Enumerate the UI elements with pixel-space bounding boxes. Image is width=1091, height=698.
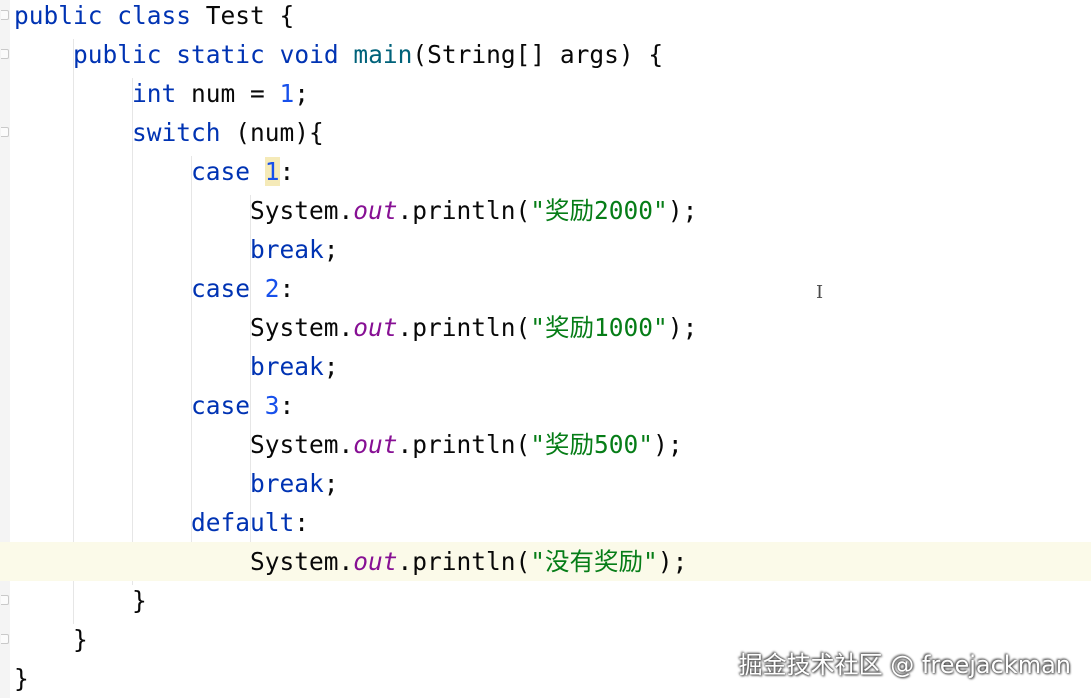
code-token: case: [191, 391, 251, 420]
code-token: [250, 391, 265, 420]
code-line[interactable]: int num = 1;: [0, 74, 1091, 113]
code-token: :: [279, 391, 295, 420]
fold-marker-icon[interactable]: [1, 127, 9, 137]
code-token: "奖励2000": [530, 196, 668, 225]
code-token: break: [250, 235, 324, 264]
code-token: [250, 157, 265, 186]
code-token: case: [191, 274, 251, 303]
code-line[interactable]: System.out.println("奖励500");: [0, 425, 1091, 464]
indent-guide: [132, 78, 133, 585]
code-token: main: [353, 40, 413, 69]
code-token: .println(: [397, 313, 531, 342]
code-line[interactable]: System.out.println("没有奖励");: [0, 542, 1091, 581]
code-token: num =: [176, 79, 280, 108]
code-line[interactable]: break;: [0, 230, 1091, 269]
code-token: System.: [250, 430, 354, 459]
code-token: .println(: [397, 430, 531, 459]
fold-marker-icon[interactable]: [1, 634, 9, 644]
code-token: [339, 40, 354, 69]
code-token: .println(: [397, 196, 531, 225]
code-token: );: [657, 547, 688, 576]
fold-marker-icon[interactable]: [1, 49, 9, 59]
code-token: }: [132, 586, 147, 615]
code-token: class: [117, 1, 192, 30]
code-token: );: [667, 313, 698, 342]
code-token: :: [279, 157, 295, 186]
code-token: out: [353, 547, 398, 576]
code-line[interactable]: case 3:: [0, 386, 1091, 425]
indent-guide: [191, 156, 192, 546]
code-token: }: [73, 625, 88, 654]
code-token: 3: [264, 391, 280, 420]
code-token: [103, 1, 118, 30]
code-token: 2: [264, 274, 280, 303]
code-token: (num){: [220, 118, 324, 147]
code-token: [162, 40, 177, 69]
code-token: break: [250, 352, 324, 381]
code-line[interactable]: }: [0, 581, 1091, 620]
fold-marker-icon[interactable]: [1, 10, 9, 20]
code-token: }: [14, 664, 29, 693]
code-token: switch: [132, 118, 221, 147]
code-token: );: [667, 196, 698, 225]
code-token: [250, 274, 265, 303]
code-line[interactable]: case 2:: [0, 269, 1091, 308]
code-line[interactable]: break;: [0, 347, 1091, 386]
code-token: out: [353, 196, 398, 225]
code-token: int: [132, 79, 177, 108]
code-token: (String[] args) {: [412, 40, 664, 69]
indent-guide: [73, 39, 74, 624]
code-token: out: [353, 313, 398, 342]
indent-guide: [250, 195, 251, 546]
text-cursor-icon: I: [816, 282, 824, 303]
code-line[interactable]: }: [0, 659, 1091, 698]
code-line[interactable]: System.out.println("奖励2000");: [0, 191, 1091, 230]
code-line[interactable]: case 1:: [0, 152, 1091, 191]
code-token: out: [353, 430, 398, 459]
code-token: System.: [250, 196, 354, 225]
code-token: ;: [294, 79, 310, 108]
code-token: ;: [323, 235, 339, 264]
code-token: System.: [250, 313, 354, 342]
code-token: void: [279, 40, 339, 69]
code-token: "没有奖励": [530, 547, 658, 576]
code-token: .println(: [397, 547, 531, 576]
code-token: "奖励1000": [530, 313, 668, 342]
code-token: System.: [250, 547, 354, 576]
code-token: :: [294, 508, 310, 537]
code-line[interactable]: }: [0, 620, 1091, 659]
code-token: [265, 40, 280, 69]
code-line[interactable]: break;: [0, 464, 1091, 503]
editor-gutter: [0, 0, 10, 698]
fold-marker-icon[interactable]: [1, 595, 9, 605]
code-token: :: [279, 274, 295, 303]
code-token: 1: [264, 157, 280, 186]
code-token: ;: [323, 469, 339, 498]
code-token: break: [250, 469, 324, 498]
code-token: 1: [279, 79, 295, 108]
code-token: public: [14, 1, 103, 30]
code-line[interactable]: default:: [0, 503, 1091, 542]
code-line[interactable]: public class Test {: [0, 0, 1091, 35]
code-token: ;: [323, 352, 339, 381]
code-line[interactable]: System.out.println("奖励1000");: [0, 308, 1091, 347]
code-token: public: [73, 40, 162, 69]
code-token: Test {: [191, 1, 295, 30]
code-line[interactable]: public static void main(String[] args) {: [0, 35, 1091, 74]
watermark: 掘金技术社区 @ freejackman: [738, 651, 1071, 679]
code-token: default: [191, 508, 295, 537]
code-token: static: [176, 40, 265, 69]
code-token: case: [191, 157, 251, 186]
code-token: );: [653, 430, 683, 459]
code-token: "奖励500": [530, 430, 654, 459]
code-line[interactable]: switch (num){: [0, 113, 1091, 152]
